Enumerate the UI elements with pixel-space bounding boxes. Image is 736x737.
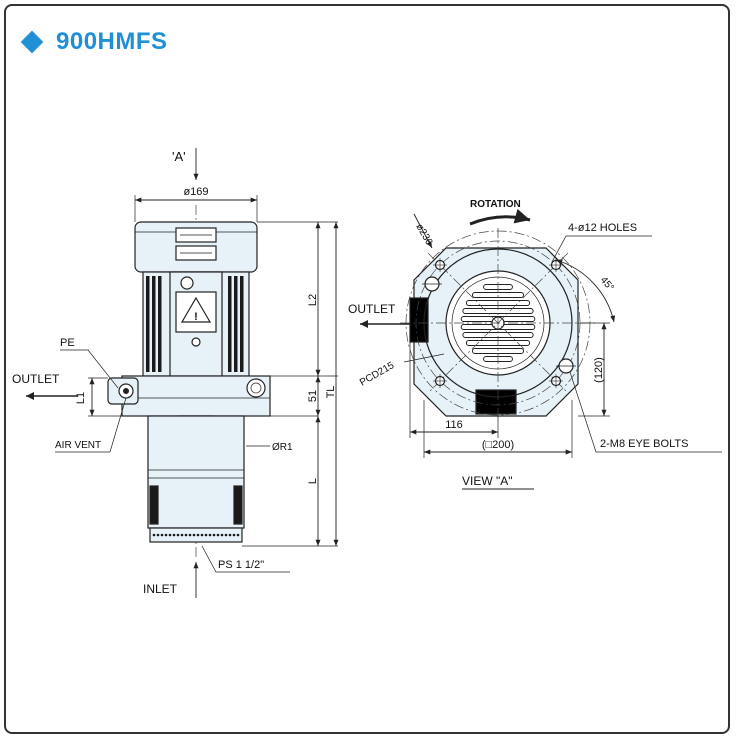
strainer-hole — [204, 533, 208, 537]
strainer-hole — [236, 533, 240, 537]
strainer-hole — [152, 533, 156, 537]
page-title: 900HMFS — [20, 28, 168, 56]
strainer-hole — [224, 533, 228, 537]
fin — [234, 276, 238, 372]
strainer-hole — [216, 533, 220, 537]
dim-l2: L2 — [307, 294, 319, 306]
dim-diameter-169: ø169 — [183, 186, 208, 198]
strainer-hole — [220, 533, 224, 537]
fin — [228, 276, 232, 372]
pump-casing — [147, 415, 245, 529]
fin — [146, 276, 150, 372]
strainer-hole — [196, 533, 200, 537]
mounting-flange — [121, 375, 271, 417]
strainer-hole — [228, 533, 232, 537]
fin — [240, 276, 244, 372]
strainer-hole — [160, 533, 164, 537]
label-rotation: ROTATION — [470, 199, 521, 210]
view-a-marker: 'A' — [172, 149, 186, 164]
label-inlet: INLET — [143, 582, 178, 596]
label-air-vent: AIR VENT — [55, 440, 101, 451]
strainer-hole — [176, 533, 180, 537]
label-ps-thread: PS 1 1/2" — [218, 559, 264, 571]
label-pe: PE — [60, 337, 75, 349]
label-r-thread: ØR1 — [272, 442, 293, 453]
view-a: ROTATION ø236 4-ø12 HOLES 45° OUTLET PCD… — [348, 199, 722, 490]
strainer-hole — [172, 533, 176, 537]
dim-120: (120) — [593, 357, 605, 383]
fan-grille — [460, 284, 536, 362]
strainer-hole — [168, 533, 172, 537]
strainer-hole — [188, 533, 192, 537]
fin — [152, 276, 156, 372]
strainer-hole — [184, 533, 188, 537]
fin — [158, 276, 162, 372]
dim-51: 51 — [307, 390, 319, 402]
dim-tl: TL — [325, 386, 337, 399]
strainer-hole — [180, 533, 184, 537]
eye-bolts-top — [422, 276, 576, 374]
strainer-hole — [232, 533, 236, 537]
dim-l: L — [307, 478, 319, 484]
strainer-hole — [212, 533, 216, 537]
rotation-arrow — [469, 208, 531, 226]
label-eye-bolts: 2-M8 EYE BOLTS — [600, 438, 688, 450]
strainer-hole — [192, 533, 196, 537]
dim-diameter-236: ø236 — [413, 222, 434, 248]
strainer-hole — [208, 533, 212, 537]
strainer-hole — [164, 533, 168, 537]
svg-text:!: ! — [194, 311, 198, 323]
drawing-frame — [4, 4, 730, 734]
label-outlet-top: OUTLET — [348, 302, 396, 316]
strainer-hole — [200, 533, 204, 537]
eye-bolt — [246, 378, 266, 398]
dim-l1: L1 — [75, 392, 87, 404]
label-holes: 4-ø12 HOLES — [568, 222, 637, 234]
warning-triangle-icon — [180, 296, 212, 323]
model-title: 900HMFS — [56, 28, 168, 55]
view-a-title: VIEW "A" — [462, 474, 513, 488]
strainer-hole — [156, 533, 160, 537]
cable-gland-icon — [180, 276, 194, 290]
inlet-strainer — [149, 527, 243, 543]
cooling-fins — [146, 276, 244, 372]
bottom-boss — [475, 389, 517, 415]
dim-angle-45: 45° — [598, 275, 616, 294]
dim-116: 116 — [445, 419, 463, 431]
label-outlet-side: OUTLET — [12, 372, 60, 386]
dim-pcd: PCD215 — [358, 360, 397, 389]
side-view: ! 'A' ø169 — [12, 148, 339, 598]
dim-200: (□200) — [482, 439, 514, 451]
outlet-port-top — [409, 297, 429, 343]
